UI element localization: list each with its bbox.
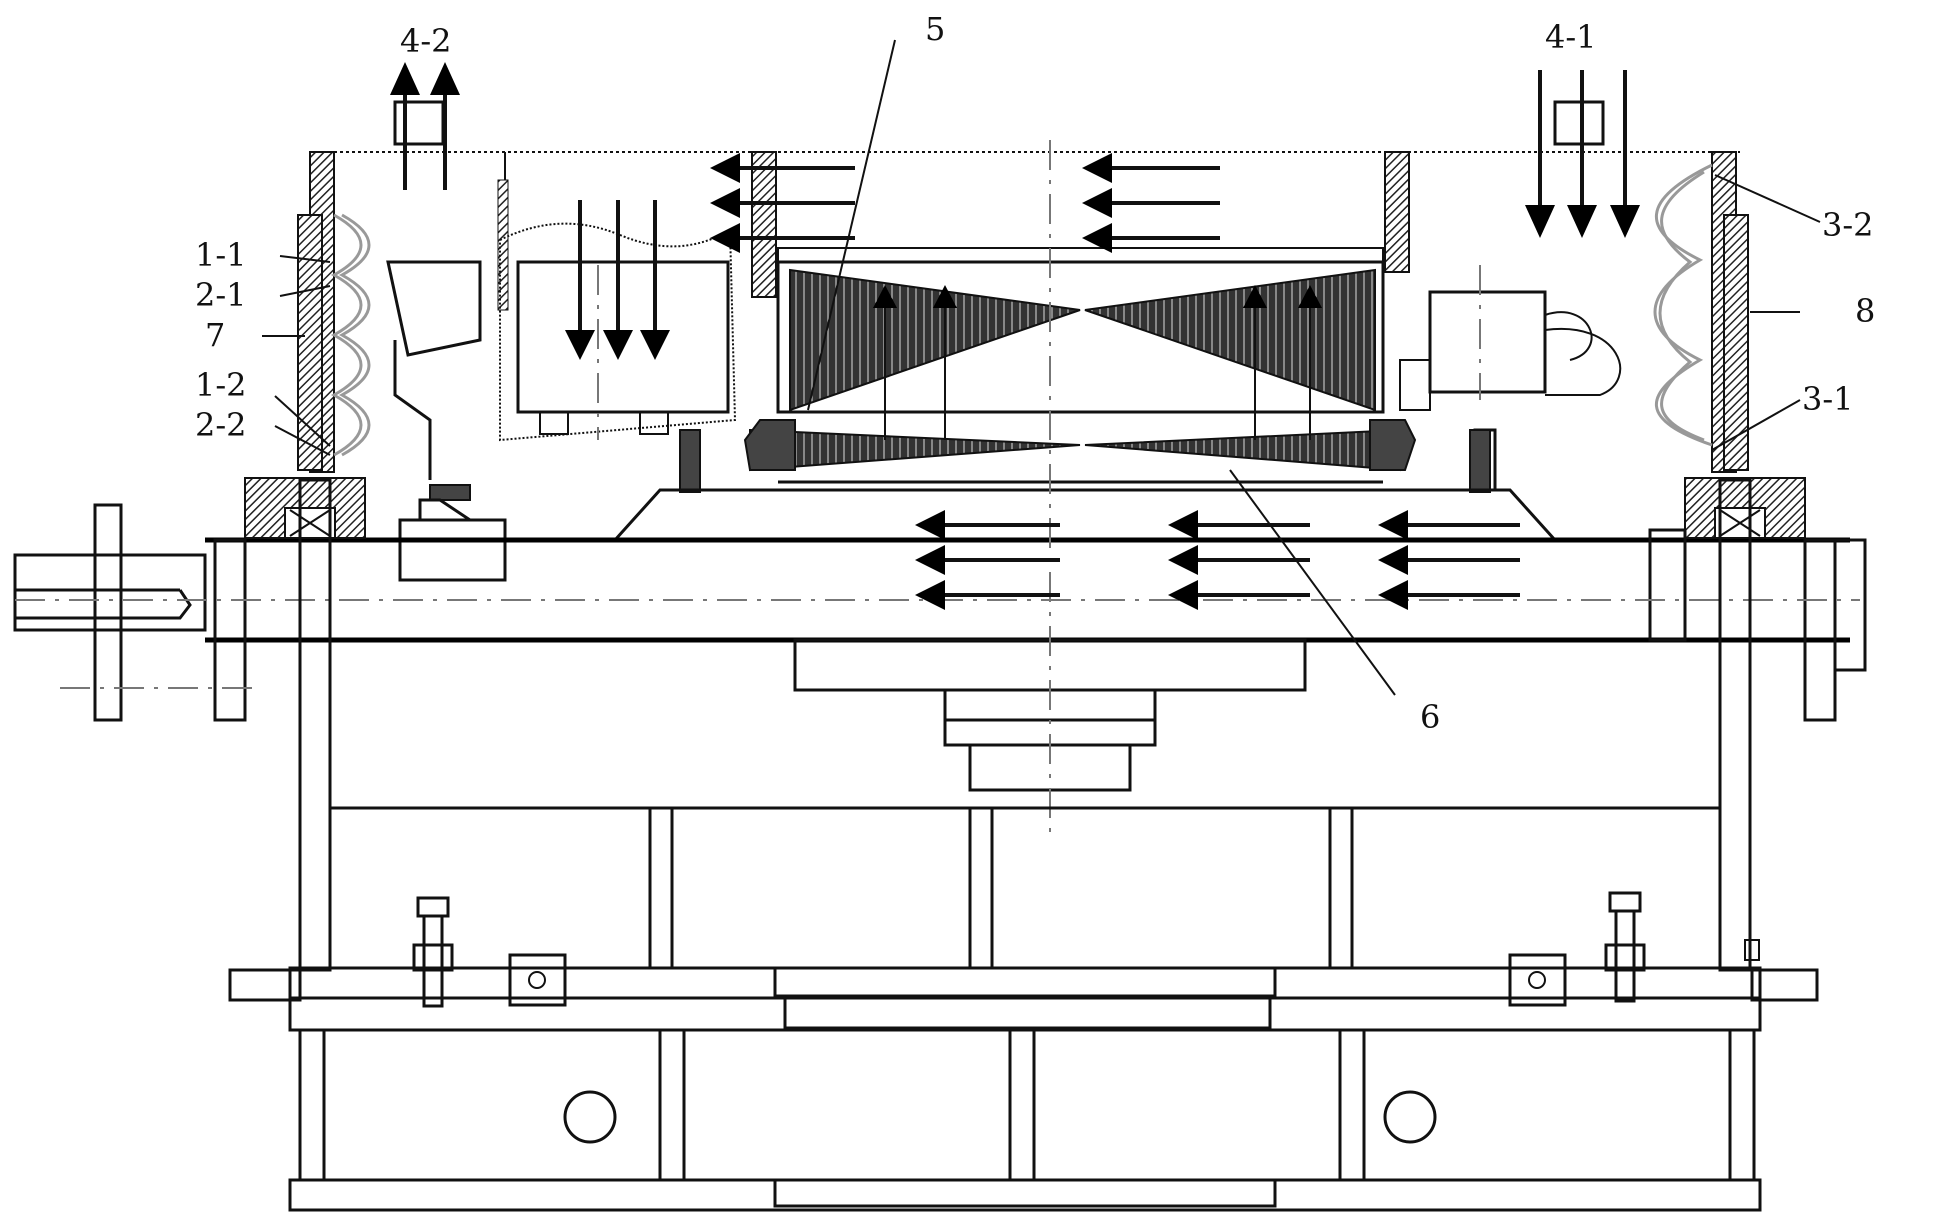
airflow-arrow-left bbox=[1082, 153, 1112, 183]
top-housing bbox=[297, 100, 1749, 473]
label-5: 5 bbox=[925, 10, 945, 48]
airflow-arrow-down bbox=[1567, 205, 1597, 238]
airflow-arrow-left bbox=[1378, 545, 1408, 575]
airflow-arrow-left bbox=[1168, 510, 1198, 540]
label-3-1: 3-1 bbox=[1802, 380, 1854, 418]
airflow-arrow-down bbox=[1525, 205, 1555, 238]
airflow-arrow-up bbox=[390, 62, 420, 95]
right-seal-ring-8 bbox=[1723, 214, 1749, 471]
airflow-arrow-up bbox=[873, 285, 897, 308]
frame-hole-left bbox=[563, 1090, 617, 1144]
airflow-arrow-left bbox=[915, 580, 945, 610]
bellows-seal-left bbox=[330, 213, 371, 457]
label-4-1: 4-1 bbox=[1545, 18, 1597, 56]
bolt-left bbox=[412, 896, 454, 1008]
airflow-arrow-left bbox=[710, 223, 740, 253]
airflow-arrow-left bbox=[1378, 580, 1408, 610]
right-components bbox=[1399, 290, 1622, 492]
airflow-arrow-down bbox=[603, 330, 633, 360]
airflow-arrow-down bbox=[640, 330, 670, 360]
airflow-arrow-left bbox=[1168, 545, 1198, 575]
part-labels: 4-2 5 4-1 1-1 2-1 7 1-2 2-2 3-2 8 3-1 6 bbox=[195, 10, 1875, 736]
label-3-2: 3-2 bbox=[1822, 206, 1874, 244]
airflow-arrow-down bbox=[1610, 205, 1640, 238]
airflow-arrow-left bbox=[1168, 580, 1198, 610]
airflow-arrow-left bbox=[1082, 223, 1112, 253]
airflow-arrow-left bbox=[915, 510, 945, 540]
bolt-right bbox=[1604, 891, 1646, 1003]
label-1-1: 1-1 bbox=[195, 236, 247, 274]
airflow-arrow-down bbox=[565, 330, 595, 360]
shaft-assembly bbox=[13, 477, 1867, 792]
airflow-arrow-up bbox=[1298, 285, 1322, 308]
label-2-2: 2-2 bbox=[195, 406, 247, 444]
label-7: 7 bbox=[205, 316, 225, 354]
label-2-1: 2-1 bbox=[195, 276, 247, 314]
label-1-2: 1-2 bbox=[195, 366, 247, 404]
label-4-2: 4-2 bbox=[400, 22, 452, 60]
left-components bbox=[386, 222, 737, 582]
airflow-arrow-left bbox=[915, 545, 945, 575]
label-8: 8 bbox=[1855, 292, 1875, 330]
airflow-arrow-left bbox=[1082, 188, 1112, 218]
airflow-arrows bbox=[390, 62, 1640, 610]
bellows-seal-right bbox=[1653, 163, 1713, 447]
airflow-arrow-up bbox=[933, 285, 957, 308]
label-6: 6 bbox=[1420, 698, 1440, 736]
airflow-arrow-left bbox=[710, 188, 740, 218]
stator-core bbox=[679, 247, 1491, 493]
right-inner-wall bbox=[1384, 151, 1410, 273]
frame-hole-right bbox=[1383, 1090, 1437, 1144]
airflow-arrow-up bbox=[1243, 285, 1267, 308]
left-seal-ring-7 bbox=[297, 214, 323, 471]
base-frame bbox=[228, 478, 1819, 1212]
airflow-arrow-left bbox=[710, 153, 740, 183]
leader-lines bbox=[262, 39, 1821, 696]
airflow-arrow-left bbox=[1378, 510, 1408, 540]
left-inner-wall bbox=[751, 151, 777, 298]
airflow-arrow-up bbox=[430, 62, 460, 95]
